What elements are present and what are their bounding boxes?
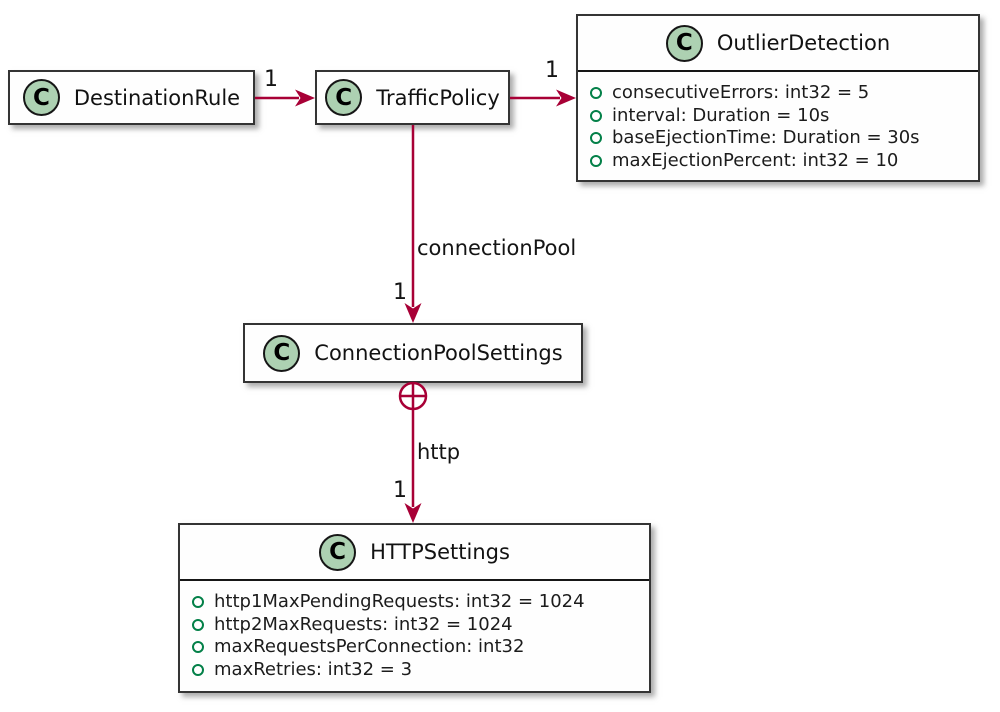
class-icon: C bbox=[22, 79, 60, 116]
multiplicity-label: 1 bbox=[545, 58, 559, 83]
edge-label-http: http bbox=[417, 440, 461, 464]
attribute-text: interval: Duration = 10s bbox=[612, 104, 830, 126]
class-name: DestinationRule bbox=[73, 85, 241, 110]
class-title: C HTTPSettings bbox=[180, 525, 649, 579]
class-name: ConnectionPoolSettings bbox=[314, 341, 563, 365]
attribute-text: maxEjectionPercent: int32 = 10 bbox=[612, 149, 899, 171]
attribute-row: http2MaxRequests: int32 = 1024 bbox=[192, 614, 639, 637]
arrowhead-icon bbox=[295, 89, 315, 107]
class-icon: C bbox=[325, 79, 363, 116]
class-icon: C bbox=[319, 533, 357, 571]
class-name: OutlierDetection bbox=[716, 31, 891, 55]
multiplicity-label: 1 bbox=[393, 280, 407, 305]
attribute-row: http1MaxPendingRequests: int32 = 1024 bbox=[192, 591, 639, 614]
class-name: TrafficPolicy bbox=[376, 85, 500, 110]
attribute-text: maxRequestsPerConnection: int32 bbox=[214, 636, 525, 657]
attribute-section: consecutiveErrors: int32 = 5 interval: D… bbox=[578, 70, 978, 178]
attribute-row: baseEjectionTime: Duration = 30s bbox=[590, 127, 968, 150]
attribute-text: maxRetries: int32 = 3 bbox=[214, 658, 413, 680]
circle-plus-anchor-icon bbox=[398, 381, 428, 411]
class-box-destinationrule: C DestinationRule bbox=[8, 70, 255, 125]
class-box-outlierdetection: C OutlierDetection consecutiveErrors: in… bbox=[576, 14, 980, 182]
attribute-row: maxEjectionPercent: int32 = 10 bbox=[590, 150, 968, 173]
class-icon: C bbox=[263, 334, 301, 372]
attribute-text: http2MaxRequests: int32 = 1024 bbox=[214, 613, 513, 635]
attribute-row: interval: Duration = 10s bbox=[590, 105, 968, 128]
field-bullet-icon bbox=[192, 641, 204, 654]
field-bullet-icon bbox=[192, 596, 204, 609]
attribute-text: baseEjectionTime: Duration = 30s bbox=[612, 127, 920, 148]
class-box-httpsettings: C HTTPSettings http1MaxPendingRequests: … bbox=[178, 523, 651, 693]
field-bullet-icon bbox=[590, 109, 602, 122]
attribute-section: http1MaxPendingRequests: int32 = 1024 ht… bbox=[180, 579, 649, 687]
attribute-row: consecutiveErrors: int32 = 5 bbox=[590, 82, 968, 105]
circle-plus-anchor-icon bbox=[400, 383, 426, 409]
class-box-connectionpoolsettings: C ConnectionPoolSettings bbox=[243, 323, 583, 383]
field-bullet-icon bbox=[590, 154, 602, 167]
edge-label-connectionpool: connectionPool bbox=[417, 236, 577, 260]
arrowhead-icon bbox=[404, 503, 422, 523]
field-bullet-icon bbox=[590, 87, 602, 100]
field-bullet-icon bbox=[192, 618, 204, 631]
multiplicity-label: 1 bbox=[264, 67, 278, 92]
field-bullet-icon bbox=[590, 132, 602, 145]
class-title: C ConnectionPoolSettings bbox=[245, 325, 581, 381]
attribute-text: http1MaxPendingRequests: int32 = 1024 bbox=[214, 591, 585, 612]
class-box-trafficpolicy: C TrafficPolicy bbox=[315, 70, 510, 125]
class-title: C TrafficPolicy bbox=[317, 72, 508, 123]
attribute-text: consecutiveErrors: int32 = 5 bbox=[612, 82, 870, 103]
class-title: C DestinationRule bbox=[10, 72, 253, 123]
field-bullet-icon bbox=[192, 663, 204, 676]
attribute-row: maxRequestsPerConnection: int32 bbox=[192, 636, 639, 659]
class-title: C OutlierDetection bbox=[578, 16, 978, 70]
class-icon: C bbox=[665, 24, 703, 62]
attribute-row: maxRetries: int32 = 3 bbox=[192, 659, 639, 682]
arrowhead-icon bbox=[404, 303, 422, 323]
multiplicity-label: 1 bbox=[393, 478, 407, 503]
class-name: HTTPSettings bbox=[370, 540, 510, 564]
arrowhead-icon bbox=[556, 89, 576, 107]
